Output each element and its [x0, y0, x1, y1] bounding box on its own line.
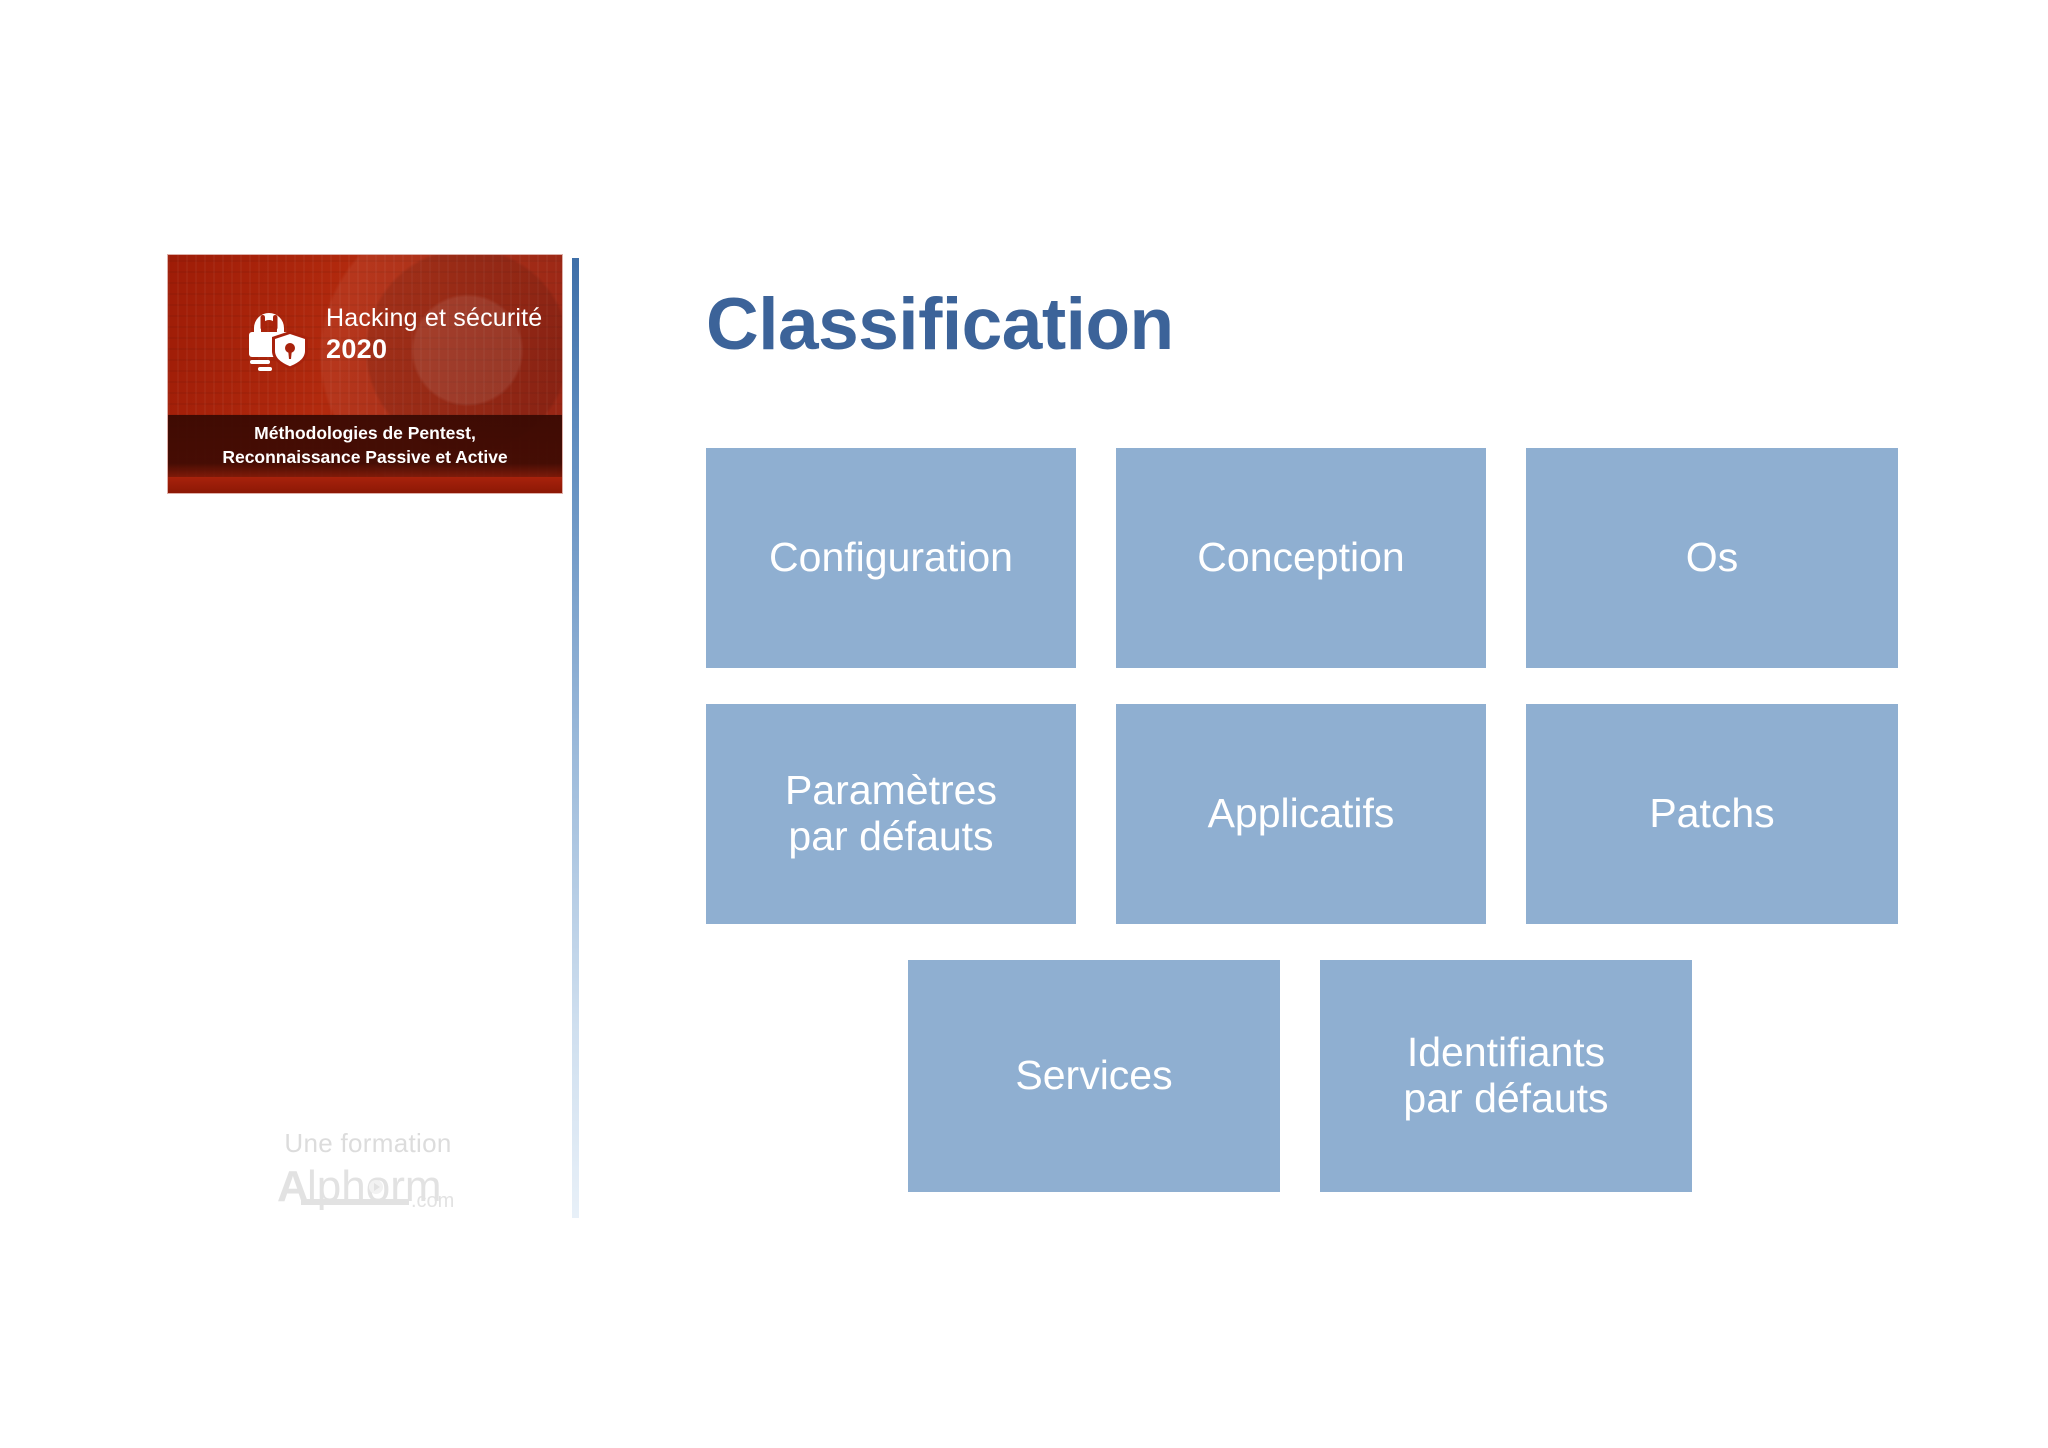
category-label: Patchs: [1649, 790, 1775, 837]
category-label-multiline: Identifiants par défauts: [1403, 1029, 1609, 1122]
badge-subtitle-line-2: Reconnaissance Passive et Active: [222, 447, 508, 467]
category-box-os[interactable]: Os: [1526, 448, 1898, 668]
badge-course-year: 2020: [326, 334, 388, 365]
classification-row-2: Paramètres par défauts Applicatifs Patch…: [706, 704, 1908, 924]
category-label: Services: [1015, 1052, 1173, 1099]
svg-text:.com: .com: [411, 1190, 454, 1212]
alphorm-logo: A lphorm .com: [277, 1162, 454, 1212]
category-box-conception[interactable]: Conception: [1116, 448, 1486, 668]
category-label-line-1: Identifiants: [1406, 1029, 1606, 1076]
footer-tagline: Une formation: [284, 1128, 452, 1158]
classification-row-3: Services Identifiants par défauts: [706, 960, 1908, 1192]
badge-subtitle-band: Méthodologies de Pentest, Reconnaissance…: [168, 415, 562, 477]
course-badge: Hacking et sécurité 2020 Méthodologies d…: [168, 255, 562, 493]
category-label-line-2: par défauts: [1403, 1075, 1609, 1121]
category-label-line-2: par défauts: [788, 813, 994, 859]
category-label: Applicatifs: [1207, 790, 1395, 837]
badge-subtitle-line-1: Méthodologies de Pentest,: [254, 423, 476, 444]
badge-bottom-strip: [168, 477, 562, 493]
category-label: Conception: [1197, 534, 1405, 581]
category-box-configuration[interactable]: Configuration: [706, 448, 1076, 668]
category-box-patchs[interactable]: Patchs: [1526, 704, 1898, 924]
page-title: Classification: [706, 284, 1174, 365]
padlock-shield-icon: [249, 313, 308, 371]
category-label-multiline: Paramètres par défauts: [785, 767, 997, 860]
badge-title-block: Hacking et sécurité 2020: [326, 305, 542, 364]
classification-row-1: Configuration Conception Os: [706, 448, 1908, 668]
category-box-parametres-par-defauts[interactable]: Paramètres par défauts: [706, 704, 1076, 924]
category-label: Configuration: [769, 534, 1013, 581]
badge-header: Hacking et sécurité 2020: [168, 255, 562, 415]
classification-grid: Configuration Conception Os Paramètres p…: [706, 448, 1908, 1228]
footer-branding: Une formation A lphorm .com: [268, 1128, 468, 1215]
category-label: Os: [1685, 534, 1739, 581]
category-box-applicatifs[interactable]: Applicatifs: [1116, 704, 1486, 924]
category-box-services[interactable]: Services: [908, 960, 1280, 1192]
vertical-gradient-divider: [572, 258, 579, 1218]
category-box-identifiants-par-defauts[interactable]: Identifiants par défauts: [1320, 960, 1692, 1192]
category-label-line-1: Paramètres: [785, 767, 997, 814]
badge-course-name: Hacking et sécurité: [326, 304, 543, 333]
